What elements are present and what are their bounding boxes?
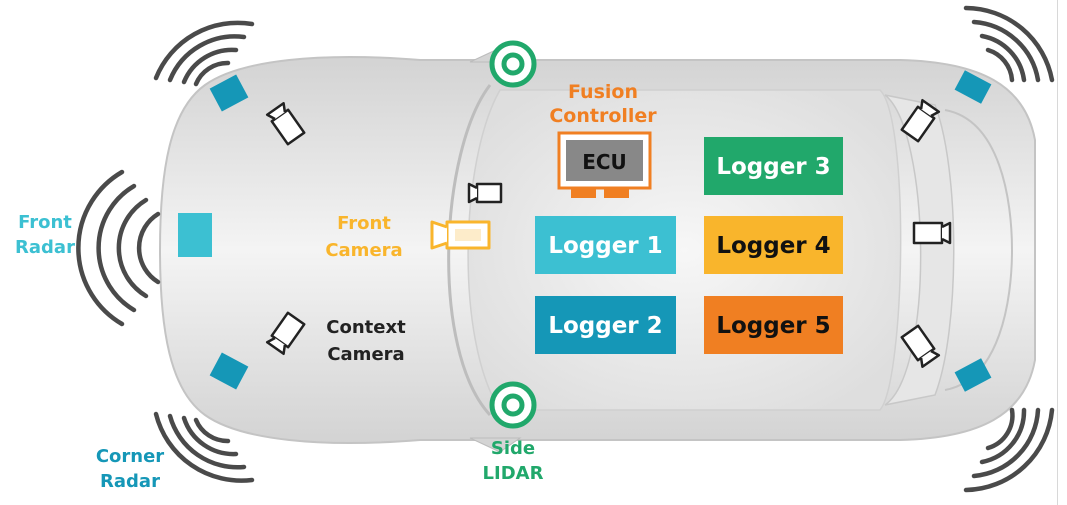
fusion-controller-label: Fusion Controller bbox=[549, 81, 657, 127]
fusion-controller-line-1: Fusion bbox=[568, 81, 638, 103]
mirror-bottom bbox=[469, 437, 522, 453]
context-camera-icon-bottom-left bbox=[265, 311, 306, 356]
rear-camera-icon bbox=[912, 221, 952, 245]
logger-label-2: Logger 2 bbox=[548, 313, 662, 339]
logger-box-2: Logger 2 bbox=[535, 296, 676, 354]
right-edge-divider bbox=[1057, 0, 1058, 505]
corner-radar-waves-top-left bbox=[153, 20, 255, 87]
trunk bbox=[944, 109, 1014, 391]
front-camera-icon bbox=[430, 220, 491, 250]
context-camera-icon-top-left bbox=[265, 101, 306, 146]
logger-box-5: Logger 5 bbox=[704, 296, 843, 354]
side-lidar-line-1: Side bbox=[491, 438, 535, 459]
rear-window bbox=[884, 94, 955, 406]
windshield-line bbox=[447, 84, 492, 417]
context-camera-icon-windshield bbox=[467, 182, 503, 204]
corner-radar-waves-bottom-left bbox=[153, 411, 255, 483]
corner-radar-sensor-top-left bbox=[209, 74, 249, 112]
front-radar-line-1: Front bbox=[18, 212, 72, 233]
ecu-controller: ECU bbox=[557, 131, 652, 198]
front-camera-label: Front Camera bbox=[325, 213, 402, 261]
logger-label-3: Logger 3 bbox=[716, 154, 830, 180]
corner-radar-line-1: Corner bbox=[96, 446, 164, 467]
logger-box-4: Logger 4 bbox=[704, 216, 843, 274]
corner-radar-waves-bottom-right bbox=[963, 407, 1055, 493]
front-radar-label: Front Radar bbox=[15, 212, 75, 258]
front-radar-sensor bbox=[178, 213, 212, 257]
context-camera-label: Context Camera bbox=[326, 317, 406, 365]
corner-radar-waves-top-right bbox=[963, 5, 1055, 83]
corner-radar-sensor-bottom-right bbox=[954, 358, 992, 392]
lidar-icon-top bbox=[489, 40, 537, 88]
lidar-icon-bottom bbox=[489, 381, 537, 429]
front-radar-waves bbox=[76, 169, 161, 327]
front-radar-line-2: Radar bbox=[15, 237, 75, 258]
side-lidar-label: Side LIDAR bbox=[483, 438, 544, 484]
logger-label-4: Logger 4 bbox=[716, 233, 830, 259]
context-camera-line-2: Camera bbox=[327, 344, 404, 365]
corner-radar-sensor-bottom-left bbox=[209, 352, 249, 390]
logger-box-1: Logger 1 bbox=[535, 216, 676, 274]
front-camera-line-1: Front bbox=[337, 213, 391, 234]
rear-camera-icon-top-right bbox=[900, 98, 941, 143]
logger-box-3: Logger 3 bbox=[704, 137, 843, 195]
corner-radar-sensor-top-right bbox=[954, 70, 992, 104]
context-camera-line-1: Context bbox=[326, 317, 406, 338]
corner-radar-line-2: Radar bbox=[100, 471, 160, 492]
front-camera-line-2: Camera bbox=[325, 240, 402, 261]
corner-radar-label: Corner Radar bbox=[96, 446, 164, 492]
logger-label-1: Logger 1 bbox=[548, 233, 662, 259]
fusion-controller-line-2: Controller bbox=[549, 105, 657, 127]
logger-label-5: Logger 5 bbox=[716, 313, 830, 339]
rear-camera-icon-bottom-right bbox=[900, 324, 941, 369]
ecu-label: ECU bbox=[582, 150, 627, 174]
side-lidar-line-2: LIDAR bbox=[483, 463, 544, 484]
